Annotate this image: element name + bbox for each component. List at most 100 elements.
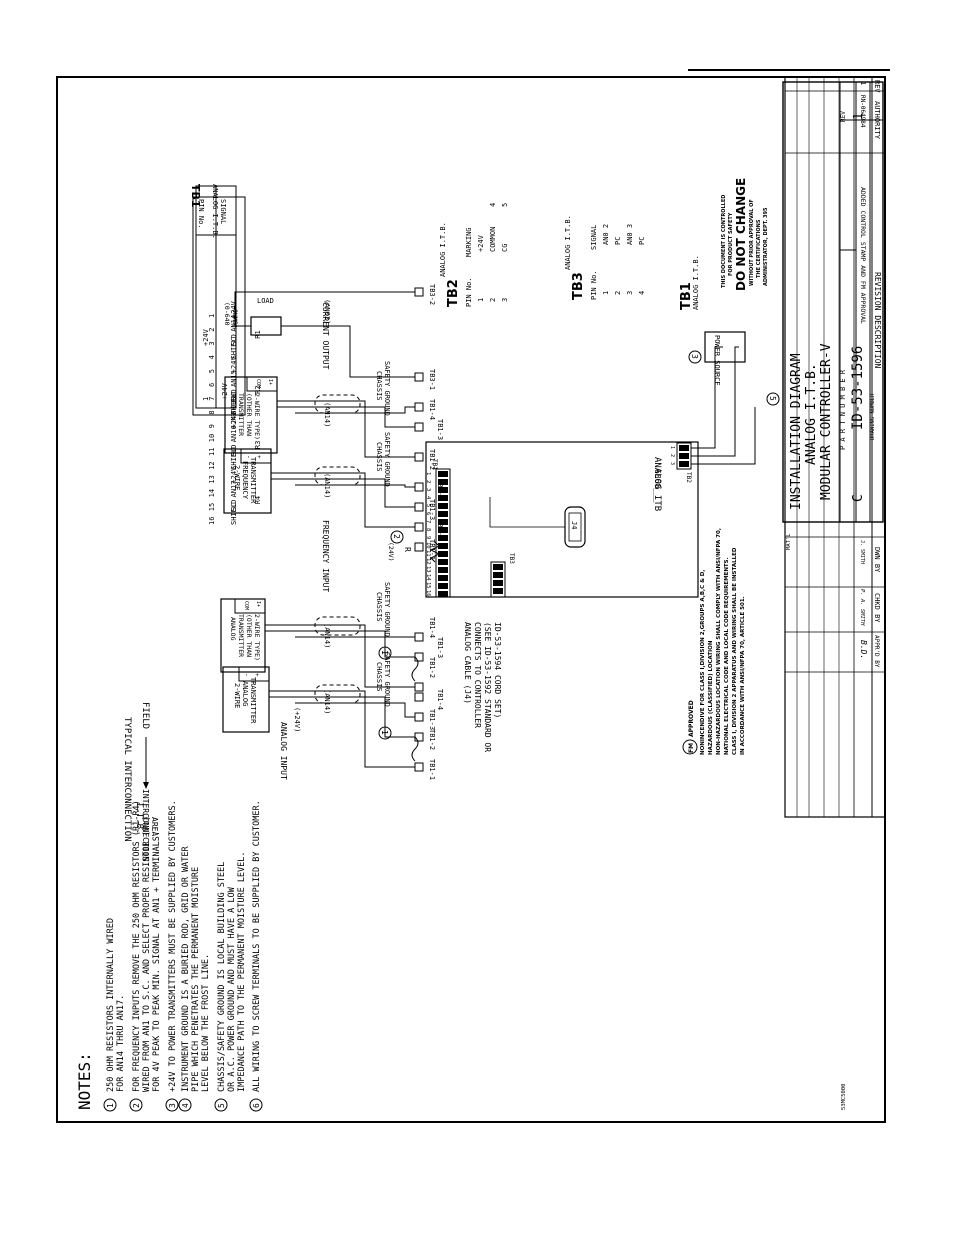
tb2-r3-pin: 3 bbox=[501, 298, 509, 302]
tb1-signal-cell: +24V bbox=[230, 356, 238, 374]
tb1-pin-cell: 1 bbox=[208, 314, 216, 318]
notes-heading: NOTES: bbox=[75, 1052, 94, 1110]
frequency-input-label: FREQUENCY INPUT bbox=[321, 520, 330, 592]
part-number: ID-53-1596 bbox=[850, 346, 866, 430]
tb3-r4-sig: PC bbox=[638, 237, 646, 245]
pin-11: 11 bbox=[425, 550, 431, 557]
note-2-l2: WIRED FROM AN1 TO S.C. AND SELECT PROPER… bbox=[142, 816, 152, 1092]
fm-line-3: NON-HAZARDOUS LOCATION WIRING SHALL COMP… bbox=[716, 528, 722, 755]
tb1-table-rotated: TB1 ANALOG I.T.B. bbox=[679, 255, 700, 310]
tb1-resistor-label: R1 bbox=[254, 330, 262, 338]
note-4-num: 4 bbox=[181, 1103, 190, 1108]
tb1-row-1-sig: +24V bbox=[202, 328, 210, 346]
term-g2-3: TB1-4 bbox=[428, 617, 436, 638]
pin-10: 10 bbox=[425, 542, 431, 549]
notes-block: NOTES: 1 250 OHM RESISTORS INTERNALLY WI… bbox=[75, 800, 263, 1112]
approved-value: B.D. bbox=[859, 640, 868, 659]
cable-note-4: ID-53-1594 CORD SET) bbox=[493, 622, 502, 718]
tx3-line2: FREQUENCY bbox=[241, 461, 249, 500]
pin-8: 8 bbox=[425, 528, 431, 531]
terminals bbox=[414, 287, 424, 772]
transmitter-2wire-analog: + - 2-WIRE ANALOG TRANSMITTER bbox=[222, 666, 270, 733]
fm-line-5: CLASS I, DIVISION 2 APPARATUS AND WIRING… bbox=[732, 547, 738, 755]
chkd-by-value: P. A. SMITH bbox=[859, 589, 865, 626]
pin-4: 4 bbox=[425, 496, 431, 500]
control-stamp: THIS DOCUMENT IS CONTROLLED FOR PRODUCT … bbox=[721, 178, 769, 291]
fm-line-1: NONINCENDIVE FOR CLASS I,DIVISION 2,GROU… bbox=[700, 570, 706, 755]
tb2-r3-sig: CG bbox=[501, 244, 509, 252]
itb-tb1-label: TB1 bbox=[431, 459, 438, 470]
note-2-l1: FOR FREQUENCY INPUTS REMOVE THE 250 OHM … bbox=[132, 800, 142, 1092]
tb1-grid bbox=[192, 196, 246, 416]
tb3-r2-sig: PC bbox=[614, 237, 622, 245]
tb3-r2-pin: 2 bbox=[614, 291, 622, 295]
pin-15: 15 bbox=[425, 582, 431, 589]
part-number-label: P A R T N U M B E R bbox=[839, 369, 847, 450]
pin-3: 3 bbox=[425, 488, 431, 491]
tb2-r1-sig: +24V bbox=[477, 234, 485, 252]
tb3-r4-pin: 4 bbox=[638, 291, 646, 295]
label-an14-a: (AN14) bbox=[323, 689, 331, 714]
tb1-pin-cell: 15 bbox=[208, 503, 216, 511]
note-3: 3 +24V TO POWER TRANSMITTERS MUST BE SUP… bbox=[165, 800, 179, 1112]
tb3-r1-pin: 1 bbox=[602, 291, 610, 295]
tb1-subtitle: ANALOG I.T.B. bbox=[211, 184, 219, 239]
tb1-signal-cell: AN14 bbox=[230, 315, 238, 332]
power-source-box bbox=[704, 331, 746, 363]
ground-note: 5 bbox=[768, 396, 777, 401]
note-4-l2: PIPE WHICH PENETRATES THE PERMANENT MOIS… bbox=[191, 867, 201, 1092]
title-line-1: INSTALLATION DIAGRAM bbox=[789, 353, 804, 510]
stamp-l3: WITHOUT PRIOR APPROVAL OF bbox=[749, 199, 755, 286]
tx3-line3: TRANSMITTER bbox=[249, 457, 257, 504]
tb1-pin-cell: 4 bbox=[208, 355, 216, 359]
tb2-pin-1: 1 bbox=[669, 446, 675, 449]
tx2-line1: ANALOG bbox=[229, 617, 237, 641]
label-an02: (AN02) bbox=[323, 299, 331, 324]
tb3-col-sig: SIGNAL bbox=[590, 225, 598, 250]
dwn-by-value: J. SMITH bbox=[859, 540, 865, 564]
pin-6: 6 bbox=[425, 512, 431, 515]
term-g1-4: TB1-4 bbox=[436, 689, 444, 710]
svg-text:+: + bbox=[255, 455, 262, 459]
tb1-signal-cell: SC bbox=[230, 392, 238, 400]
tb1-pin-cell: 9 bbox=[208, 424, 216, 428]
label-an14-d: (AN14) bbox=[323, 402, 331, 427]
itb-title: ANALOG ITB bbox=[652, 457, 662, 511]
tb2-r2-sig: COMMON bbox=[489, 227, 497, 252]
tb1-pin-cell: 7 bbox=[208, 397, 216, 401]
svg-text:COM: COM bbox=[243, 601, 249, 610]
power-source-label: POWER SOURCE bbox=[713, 335, 721, 386]
cable-note-1: ANALOG CABLE (J4) bbox=[463, 622, 472, 704]
tb1-grid-upright bbox=[195, 185, 237, 409]
wiring-frequency bbox=[271, 400, 441, 563]
analog-input-label: ANALOG INPUT bbox=[279, 722, 288, 780]
tx1-line3: TRANSMITTER bbox=[249, 677, 257, 724]
term-g1-1: TB1-1 bbox=[428, 759, 436, 780]
svg-text:I+: I+ bbox=[255, 601, 261, 607]
dwn-by-header: DWN BY bbox=[873, 547, 881, 573]
title-line-3: MODULAR CONTROLLER-V bbox=[819, 343, 834, 500]
tb1-signal-cell: +24V bbox=[230, 411, 238, 429]
note-4-l1: INSTRUMENT GROUND IS A BURIED ROD, GRID … bbox=[181, 845, 191, 1092]
note-2: 2 FOR FREQUENCY INPUTS REMOVE THE 250 OH… bbox=[129, 800, 162, 1112]
analog-itb-board: ANALOG ITB 6868___ TB1 1 2 3 4 5 6 7 8 9 bbox=[425, 331, 780, 752]
tb1-signal-cell: AN16 bbox=[230, 425, 238, 442]
marker-n1-a: 1 bbox=[380, 730, 389, 735]
rotated-drawing: REV AUTHORITY REVISION DESCRIPTION DWN B… bbox=[122, 76, 886, 861]
tb2-name: TB2 bbox=[446, 279, 461, 307]
label-safety-ground-1: SAFETY GROUND bbox=[383, 652, 391, 707]
pin-5: 5 bbox=[425, 504, 431, 507]
tb3-r3-sig: AN0 3 bbox=[626, 224, 634, 245]
tb3-table: TB3 ANALOG I.T.B. PIN No. SIGNAL 1 AN0 2… bbox=[564, 215, 646, 300]
load-ohms-1: (0-640 bbox=[223, 302, 231, 326]
interconnection-area-a: INTERCONNECTION bbox=[141, 789, 150, 861]
tb1-resistor-label: R4 bbox=[254, 496, 262, 504]
note-2-num: 2 bbox=[132, 1103, 141, 1108]
tb2-col-pin: PIN No. bbox=[465, 277, 473, 307]
revision-block: REV AUTHORITY REVISION DESCRIPTION DWN B… bbox=[784, 76, 886, 818]
tb1-pin-cell: 2 bbox=[208, 328, 216, 332]
label-an14-c: (AN14) bbox=[323, 473, 331, 498]
tb1-table-name: TB1 bbox=[679, 282, 694, 310]
pin-9: 9 bbox=[425, 536, 431, 539]
tb1-strip bbox=[438, 471, 448, 597]
